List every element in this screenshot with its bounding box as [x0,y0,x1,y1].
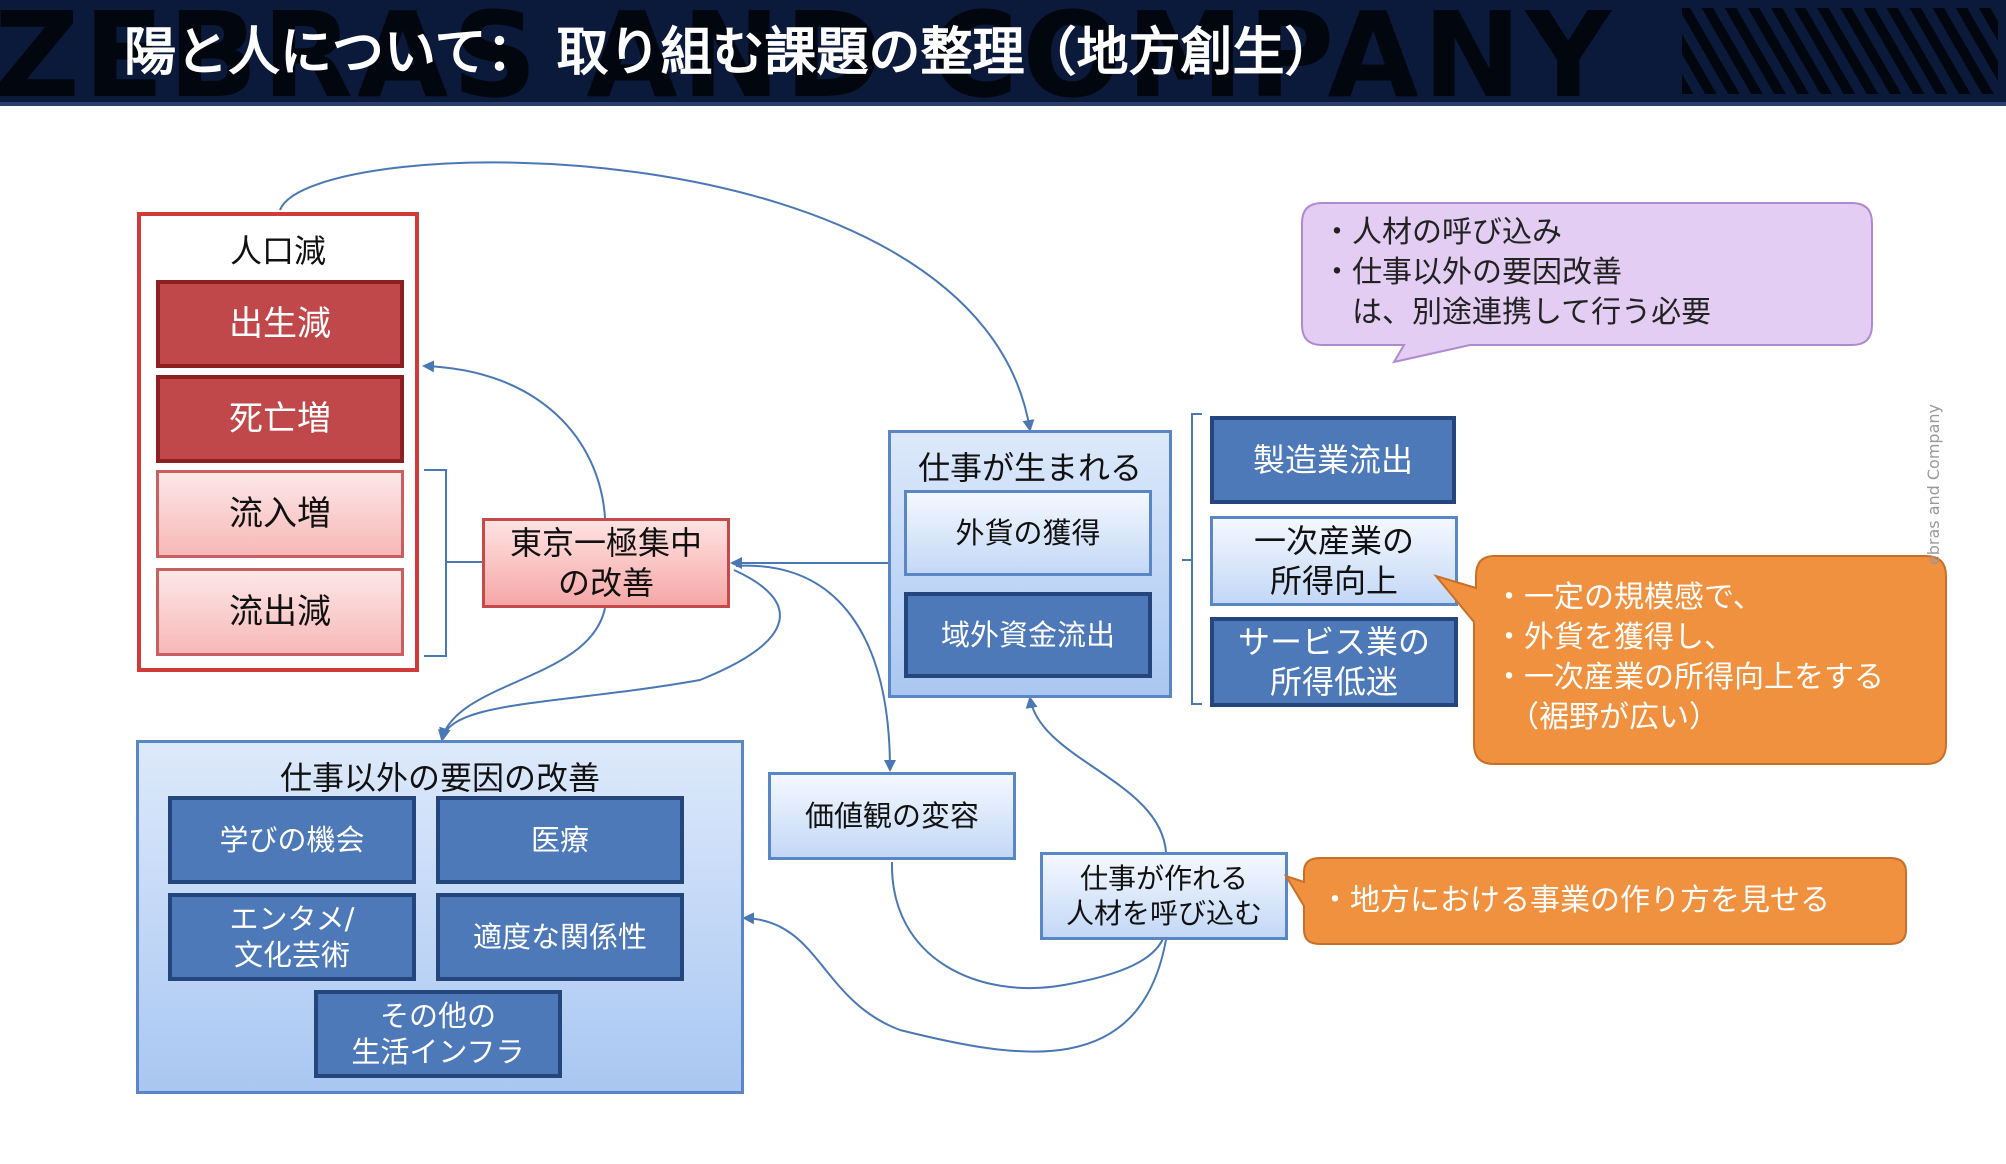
population-decline-title: 人口減 [229,232,326,270]
infra-line2: 生活インフラ [351,1035,525,1069]
orange-note-1-line3: ・一次産業の所得向上をする [1494,660,1884,695]
values-change-box: 価値観の変容 [768,772,1016,860]
bracket-inflow-outflow [424,469,447,657]
orange-note-1-line1: ・一定の規模感で、 [1494,580,1763,615]
infra-line1: その他の [379,998,496,1033]
header-banner: ZEBRAS AND COMPANY 陽と人について： 取り組む課題の整理（地方… [0,0,2006,106]
death-increase-box: 死亡増 [156,375,404,463]
arrow-talent-to-jobs [1025,696,1167,853]
ent-line2: 文化芸術 [233,938,350,972]
talent-attraction-box: 仕事が作れる 人材を呼び込む [1040,852,1288,940]
manufacturing-outflow-box: 製造業流出 [1210,416,1456,504]
arrow-values-to-talent [890,861,1167,990]
zebra-stripes-decoration [1682,8,1998,94]
page-title: 陽と人について： 取り組む課題の整理（地方創生） [124,23,1337,83]
orange-note-2-text: ・地方における事業の作り方を見せる [1320,883,1830,918]
orange-note-1-line2: ・外貨を獲得し、 [1494,620,1734,655]
tokyo-concentration-box: 東京一極集中 の改善 [482,518,730,608]
ent-line1: エンタメ/ [229,901,355,936]
primary-line1: 一次産業の [1253,522,1414,560]
arrow-tokyo-to-values [735,564,896,772]
non-work-factors-title: 仕事以外の要因の改善 [279,759,600,797]
purple-note-text: ・人材の呼び込み ・仕事以外の要因改善 は、別途連携して行う必要 [1322,213,1711,333]
birth-decline-box: 出生減 [156,280,404,368]
relationships-box: 適度な関係性 [436,893,684,981]
arrow-tokyo-to-nonwork-b [438,569,781,742]
purple-note-line2: ・仕事以外の要因改善 [1322,255,1622,290]
arrow-tokyo-to-population [422,360,606,519]
header-background-text: ZEBRAS AND COMPANY [0,0,1615,106]
capital-outflow-box: 域外資金流出 [904,592,1152,678]
primary-line2: 所得向上 [1269,562,1398,600]
arrow-talent-to-nonwork [742,912,1167,1053]
tokyo-line1: 東京一極集中 [509,524,702,562]
living-infrastructure-box: その他の 生活インフラ [314,990,562,1078]
bracket-industries [1191,413,1202,705]
entertainment-culture-box: エンタメ/ 文化芸術 [168,893,416,981]
learning-opportunity-box: 学びの機会 [168,796,416,884]
side-watermark-text: ebras and Company [1924,404,1943,566]
purple-note-line3: は、別途連携して行う必要 [1322,295,1712,330]
talent-line1: 仕事が作れる [1079,862,1248,895]
tokyo-line2: の改善 [557,564,654,602]
medical-box: 医療 [436,796,684,884]
outflow-decrease-box: 流出減 [156,568,404,656]
primary-industry-box: 一次産業の 所得向上 [1210,516,1458,606]
arrow-population-to-jobs [279,161,1035,432]
service-line1: サービス業の [1237,623,1430,661]
orange-note-1-text: ・一定の規模感で、 ・外貨を獲得し、 ・一次産業の所得向上をする （裾野が広い） [1494,578,1884,738]
foreign-currency-box: 外貨の獲得 [904,490,1152,576]
arrow-tokyo-to-nonwork-a [439,607,606,740]
service-line2: 所得低迷 [1269,663,1398,701]
header-divider [0,102,2006,106]
inflow-increase-box: 流入増 [156,470,404,558]
purple-note-line1: ・人材の呼び込み [1322,215,1562,250]
jobs-created-title: 仕事が生まれる [917,449,1142,487]
service-industry-box: サービス業の 所得低迷 [1210,617,1458,707]
orange-note-1-line4: （裾野が広い） [1494,700,1719,735]
talent-line2: 人材を呼び込む [1065,897,1262,930]
